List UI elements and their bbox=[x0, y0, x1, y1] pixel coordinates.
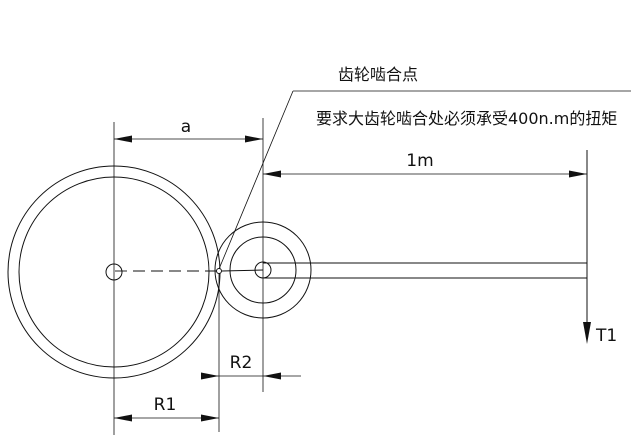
dimension-arm-arrow-right bbox=[569, 170, 587, 178]
center-line-small bbox=[221, 269, 264, 272]
dimension-r1: R1 bbox=[114, 395, 219, 422]
dimension-r1-label: R1 bbox=[154, 395, 177, 415]
requirement-label: 要求大齿轮啮合处必须承受400n.m的扭矩 bbox=[316, 109, 617, 128]
dimension-r2-arrow-left bbox=[201, 372, 219, 380]
mesh-point-leader: 齿轮啮合点 要求大齿轮啮合处必须承受400n.m的扭矩 bbox=[218, 65, 631, 270]
dimension-a-arrow-left bbox=[114, 135, 132, 143]
dimension-r1-arrow-right bbox=[201, 414, 219, 422]
dimension-a-label: a bbox=[181, 117, 191, 137]
dimension-r2: R2 bbox=[201, 353, 301, 380]
dimension-r1-arrow-left bbox=[114, 414, 132, 422]
dimension-r2-arrow-right bbox=[263, 372, 281, 380]
leader-diagonal bbox=[218, 90, 294, 270]
mesh-point-marker bbox=[216, 268, 222, 274]
dimension-r2-label: R2 bbox=[230, 353, 253, 373]
lever-arm bbox=[263, 150, 591, 344]
dimension-a: a bbox=[114, 117, 263, 143]
dimension-arm-label: 1m bbox=[406, 151, 433, 171]
torque-label: T1 bbox=[595, 326, 617, 346]
mesh-point-label: 齿轮啮合点 bbox=[338, 65, 418, 84]
dimension-arm-arrow-left bbox=[263, 170, 281, 178]
torque-arrow bbox=[583, 322, 591, 344]
dimension-a-arrow-right bbox=[245, 135, 263, 143]
dimension-arm-length: 1m bbox=[263, 151, 587, 178]
